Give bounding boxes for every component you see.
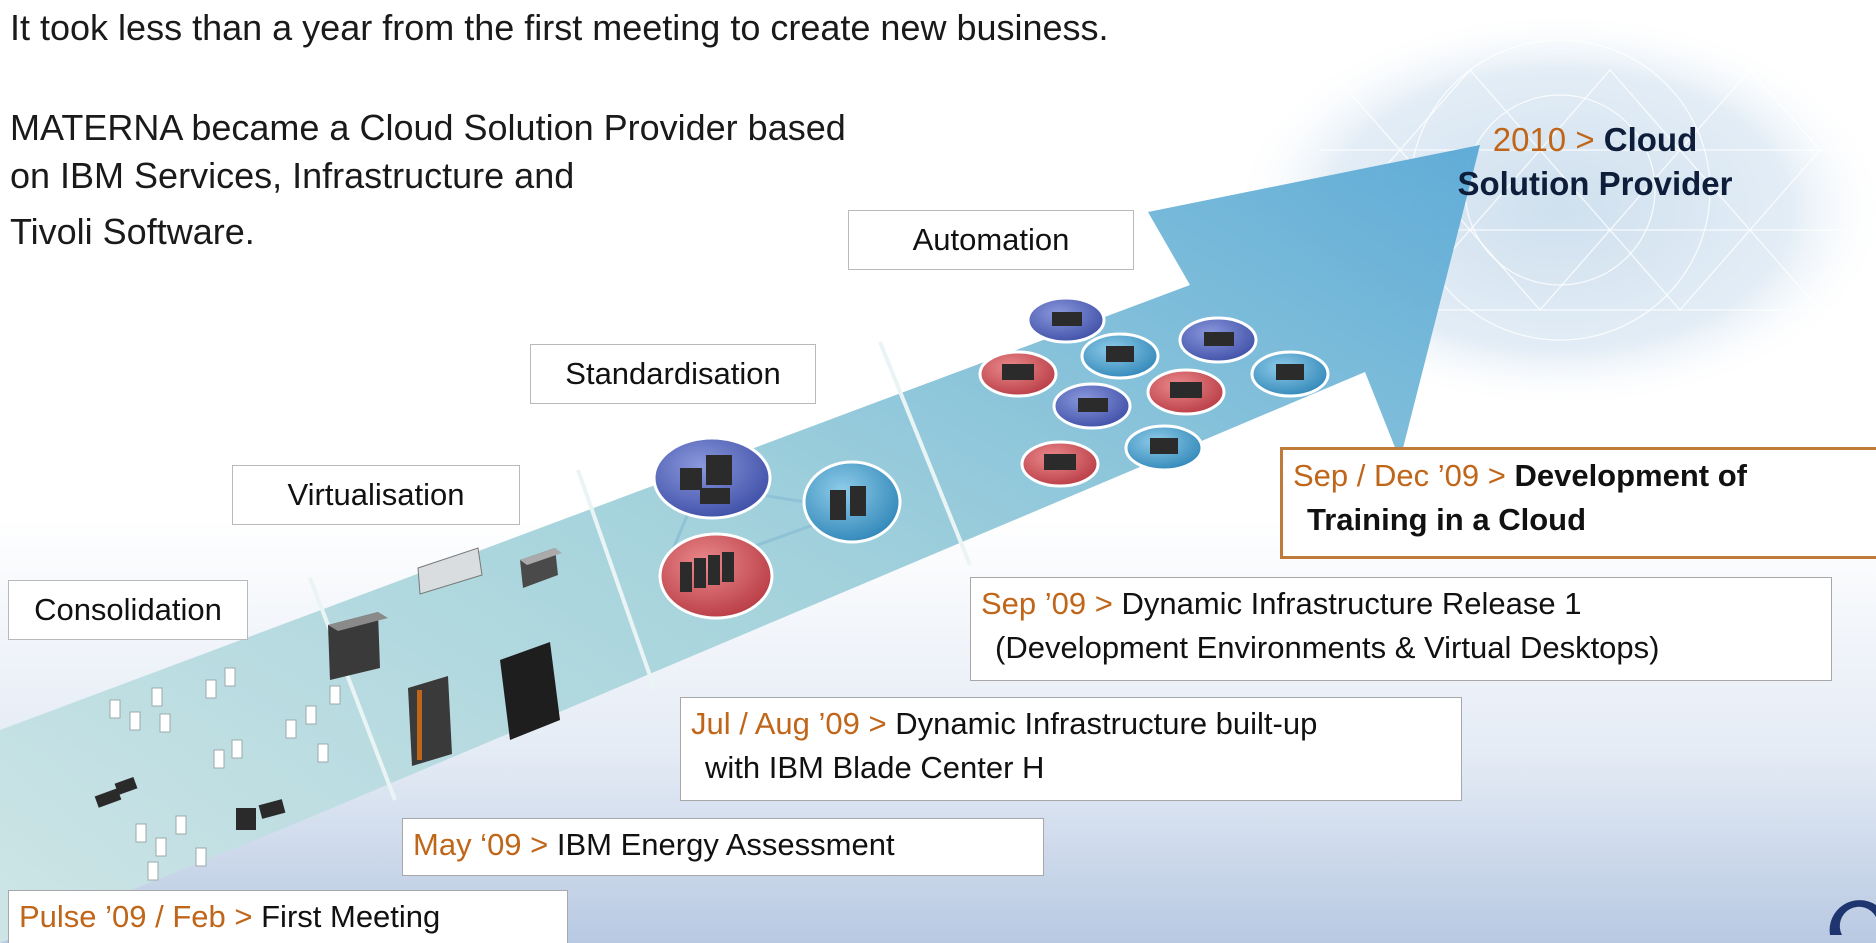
cloud-mesh [1320, 39, 1850, 341]
milestone-date: May ‘09 > [413, 827, 549, 862]
milestone-first-meeting: Pulse ’09 / Feb > First Meeting [8, 890, 568, 943]
small-servers-icon [109, 667, 341, 881]
milestone-date: Sep / Dec ’09 > [1293, 458, 1506, 493]
milestone-text: IBM Energy Assessment [556, 827, 895, 862]
virtual-servers-icon [328, 547, 562, 766]
stage-dividers [308, 341, 972, 801]
goal-title-line1: Cloud [1603, 121, 1698, 158]
intro-line-1: MATERNA became a Cloud Solution Provider… [10, 107, 846, 148]
milestone-training-cloud: Sep / Dec ’09 > Development of Training … [1280, 447, 1876, 559]
milestone-text-2: Training in a Cloud [1307, 502, 1586, 537]
milestone-dynamic-release-1: Sep ’09 > Dynamic Infrastructure Release… [970, 577, 1832, 681]
goal-date: 2010 > [1492, 121, 1595, 158]
stage-standardisation: Standardisation [530, 344, 816, 404]
milestone-text: Dynamic Infrastructure Release 1 [1121, 586, 1582, 621]
milestone-infrastructure-built-up: Jul / Aug ’09 > Dynamic Infrastructure b… [680, 697, 1462, 801]
milestone-date: Jul / Aug ’09 > [691, 706, 887, 741]
milestone-text: First Meeting [261, 899, 441, 934]
stage-automation: Automation [848, 210, 1134, 270]
logo-icon [1829, 900, 1876, 935]
dark-servers-icon [94, 776, 286, 830]
milestone-text: Development of [1514, 458, 1747, 493]
goal-title-line2: Solution Provider [1457, 165, 1733, 202]
headline: It took less than a year from the first … [10, 7, 1109, 48]
stage-consolidation: Consolidation [8, 580, 248, 640]
milestone-energy-assessment: May ‘09 > IBM Energy Assessment [402, 818, 1044, 876]
milestone-text-2: (Development Environments & Virtual Desk… [995, 630, 1660, 665]
intro-line-3: Tivoli Software. [10, 211, 255, 252]
milestone-date: Sep ’09 > [981, 586, 1113, 621]
milestone-text: Dynamic Infrastructure built-up [895, 706, 1318, 741]
automation-server-glyphs [1002, 312, 1304, 470]
goal-label: 2010 > Cloud Solution Provider [1440, 118, 1750, 206]
stage-virtualisation: Virtualisation [232, 465, 520, 525]
milestone-text-2: with IBM Blade Center H [705, 750, 1045, 785]
standard-network [652, 436, 902, 620]
milestone-date: Pulse ’09 / Feb > [19, 899, 253, 934]
intro-line-2: on IBM Services, Infrastructure and [10, 155, 575, 196]
